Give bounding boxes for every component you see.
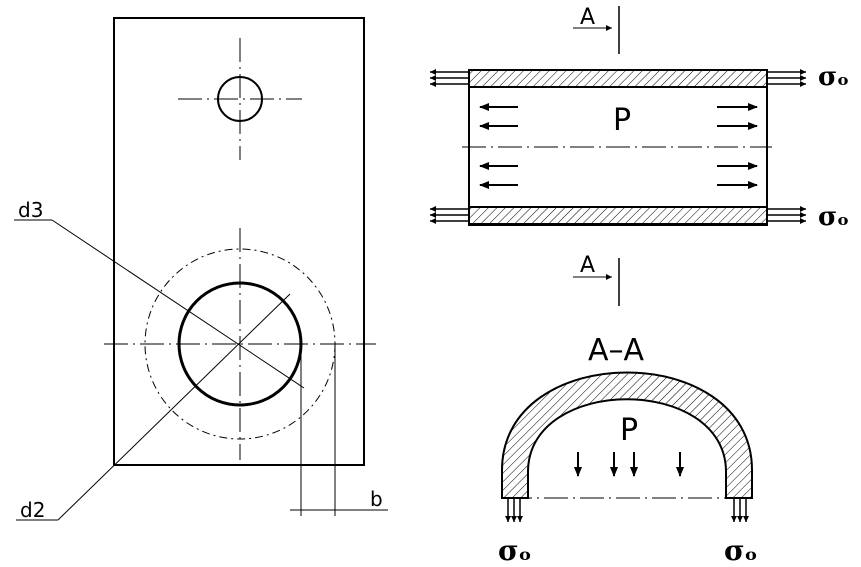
- section-view: A–A P σₒ σₒ: [498, 333, 758, 567]
- pressure-arrows-right: [717, 103, 758, 189]
- d3-leader-diagonal: [51, 219, 305, 389]
- section-title: A–A: [588, 333, 645, 368]
- sigma-left-label: σₒ: [498, 534, 532, 567]
- section-stress-arrows-right: [731, 498, 749, 522]
- half-ring-wall: [501, 371, 753, 499]
- plate-view: d3 d2 b: [14, 17, 388, 522]
- b-label: b: [370, 487, 383, 511]
- pipe-view: A P: [430, 5, 849, 306]
- section-pressure-label: P: [620, 413, 638, 448]
- wall-stress-arrows-right: [767, 69, 806, 224]
- d2-label: d2: [20, 498, 45, 522]
- pipe-wall-bottom: [468, 206, 768, 225]
- pressure-arrows-left: [479, 103, 518, 189]
- pipe-pressure-label: P: [613, 103, 631, 138]
- d2-leader-diagonal: [57, 293, 291, 521]
- section-mark-bottom-label: A: [580, 253, 595, 278]
- section-pressure-arrows: [574, 452, 684, 477]
- sigma-right-bottom-label: σₒ: [818, 202, 849, 232]
- sigma-right-label: σₒ: [724, 534, 758, 567]
- section-stress-arrows-left: [505, 498, 523, 522]
- pipe-wall-top: [468, 69, 768, 88]
- wall-stress-arrows-left: [430, 69, 469, 224]
- d3-label: d3: [18, 198, 43, 222]
- sigma-right-top-label: σₒ: [818, 62, 849, 92]
- section-mark-top-label: A: [580, 5, 595, 30]
- plate-outline: [113, 17, 365, 466]
